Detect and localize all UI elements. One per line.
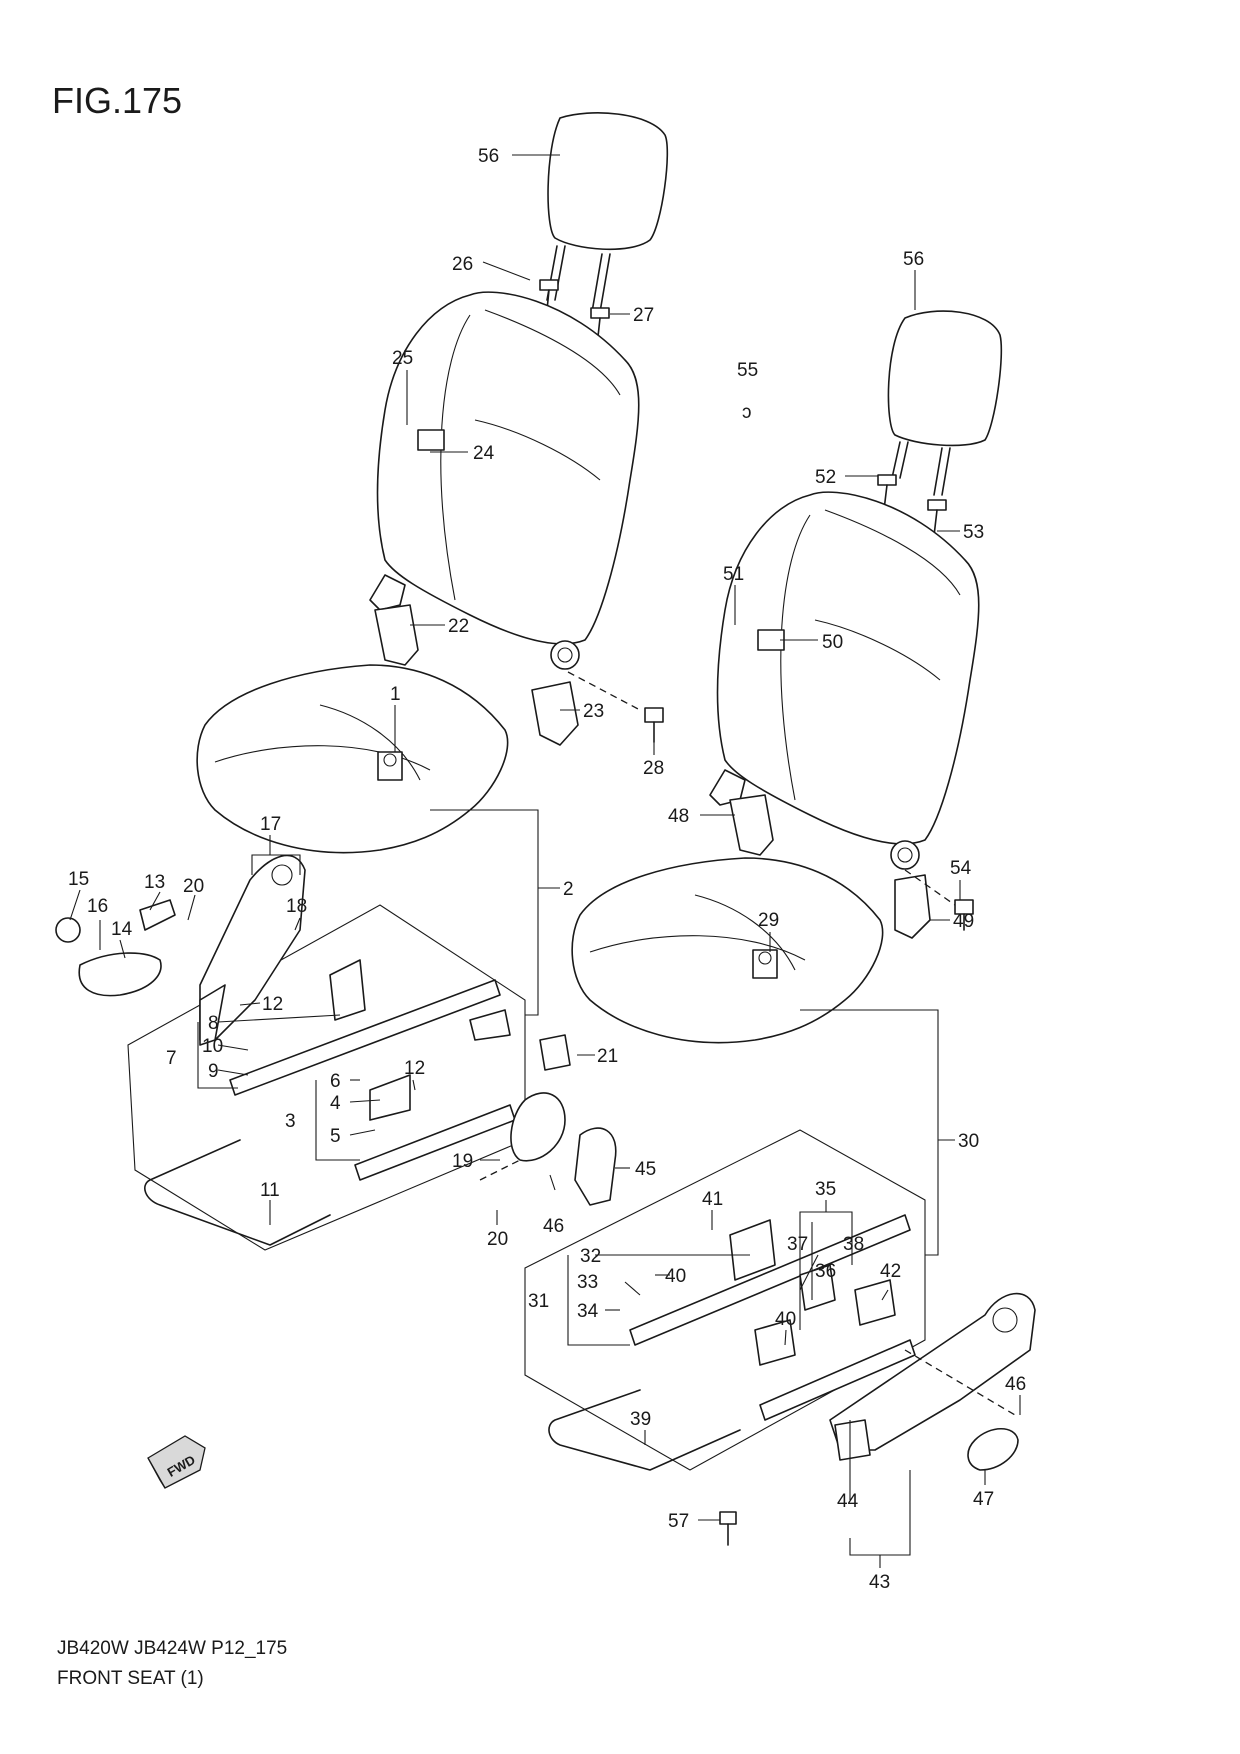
callout-47: 47 (973, 1489, 994, 1510)
callout-14: 14 (111, 919, 133, 940)
left-belt-cover-and-buckle (510, 1092, 617, 1206)
left-seat-cushion (196, 664, 509, 854)
left-headrest (546, 112, 669, 313)
callout-2: 2 (563, 879, 574, 900)
callout-55: 55 (737, 360, 758, 381)
left-recliner-cover (55, 854, 306, 1046)
callout-26: 26 (452, 254, 473, 275)
callout-17: 17 (260, 814, 281, 835)
left-seat-rails (144, 959, 571, 1246)
figure-title: FIG.175 (52, 80, 183, 121)
callout-56-right: 56 (903, 249, 924, 270)
callout-32: 32 (580, 1246, 601, 1267)
callout-11: 11 (260, 1180, 280, 1201)
callout-42: 42 (880, 1261, 901, 1282)
callout-30: 30 (958, 1131, 979, 1152)
callout-41: 41 (702, 1189, 723, 1210)
callout-37: 37 (787, 1234, 808, 1255)
callout-15: 15 (68, 869, 89, 890)
callout-22: 22 (448, 616, 469, 637)
callout-49: 49 (953, 911, 974, 932)
callout-4: 4 (330, 1093, 341, 1114)
callout-18: 18 (286, 896, 307, 917)
callout-48: 48 (668, 806, 689, 827)
callout-1: 1 (390, 684, 401, 705)
callout-33: 33 (577, 1272, 598, 1293)
callout-40-lower: 40 (775, 1309, 796, 1330)
callout-44: 44 (837, 1491, 859, 1512)
left-rail-assembly-box (127, 904, 526, 1251)
callout-9: 9 (208, 1061, 219, 1082)
callout-46-left: 46 (543, 1216, 564, 1237)
callout-12-mid: 12 (404, 1058, 425, 1079)
callout-27: 27 (633, 305, 654, 326)
callout-23: 23 (583, 701, 604, 722)
callout-25: 25 (392, 348, 413, 369)
footer-model-line: JB420W JB424W P12_175 (57, 1638, 288, 1659)
left-seat-back-brackets (369, 574, 664, 746)
callout-labels: 56 26 27 25 24 22 23 28 1 2 56 55 ↄ 52 5… (68, 146, 1026, 1593)
callout-40-upper: 40 (665, 1266, 686, 1287)
callout-6: 6 (330, 1071, 341, 1092)
callout-52: 52 (815, 467, 836, 488)
callout-16: 16 (87, 896, 108, 917)
left-headrest-guides (539, 279, 610, 347)
callout-38: 38 (843, 1234, 864, 1255)
callout-55-clip: ↄ (742, 402, 752, 423)
callout-46-right: 46 (1005, 1374, 1026, 1395)
callout-45: 45 (635, 1159, 656, 1180)
right-recliner-cover (829, 1292, 1036, 1471)
right-seat-rails (548, 1214, 916, 1471)
callout-35: 35 (815, 1179, 836, 1200)
callout-51: 51 (723, 564, 744, 585)
callout-12-left: 12 (262, 994, 283, 1015)
callout-7: 7 (166, 1048, 177, 1069)
left-seat-back (376, 291, 640, 645)
footer-section-name: FRONT SEAT (1) (57, 1668, 204, 1689)
right-headrest (887, 310, 1003, 496)
callout-28: 28 (643, 758, 664, 779)
callout-54: 54 (950, 858, 972, 879)
callout-53: 53 (963, 522, 984, 543)
right-seat-back-brackets (709, 769, 974, 939)
callout-31: 31 (528, 1291, 549, 1312)
right-rail-assembly-box (524, 1129, 926, 1471)
callout-34: 34 (577, 1301, 599, 1322)
callout-19: 19 (452, 1151, 473, 1172)
right-seat-cushion (571, 857, 884, 1044)
callout-56-left: 56 (478, 146, 499, 167)
right-seat-back (716, 491, 980, 845)
callout-29: 29 (758, 910, 779, 931)
callout-3: 3 (285, 1111, 296, 1132)
callout-21: 21 (597, 1046, 618, 1067)
callout-13: 13 (144, 872, 165, 893)
callout-43: 43 (869, 1572, 890, 1593)
callout-20-bottom: 20 (487, 1229, 508, 1250)
callout-36: 36 (815, 1261, 836, 1282)
fwd-direction-badge: FWD (147, 1435, 206, 1489)
callout-10: 10 (202, 1036, 223, 1057)
callout-24: 24 (473, 443, 495, 464)
leader-lines (69, 154, 1021, 1568)
callout-8: 8 (208, 1013, 219, 1034)
callout-57: 57 (668, 1511, 689, 1532)
callout-50: 50 (822, 632, 843, 653)
callout-5: 5 (330, 1126, 341, 1147)
callout-20-top: 20 (183, 876, 204, 897)
callout-39: 39 (630, 1409, 651, 1430)
